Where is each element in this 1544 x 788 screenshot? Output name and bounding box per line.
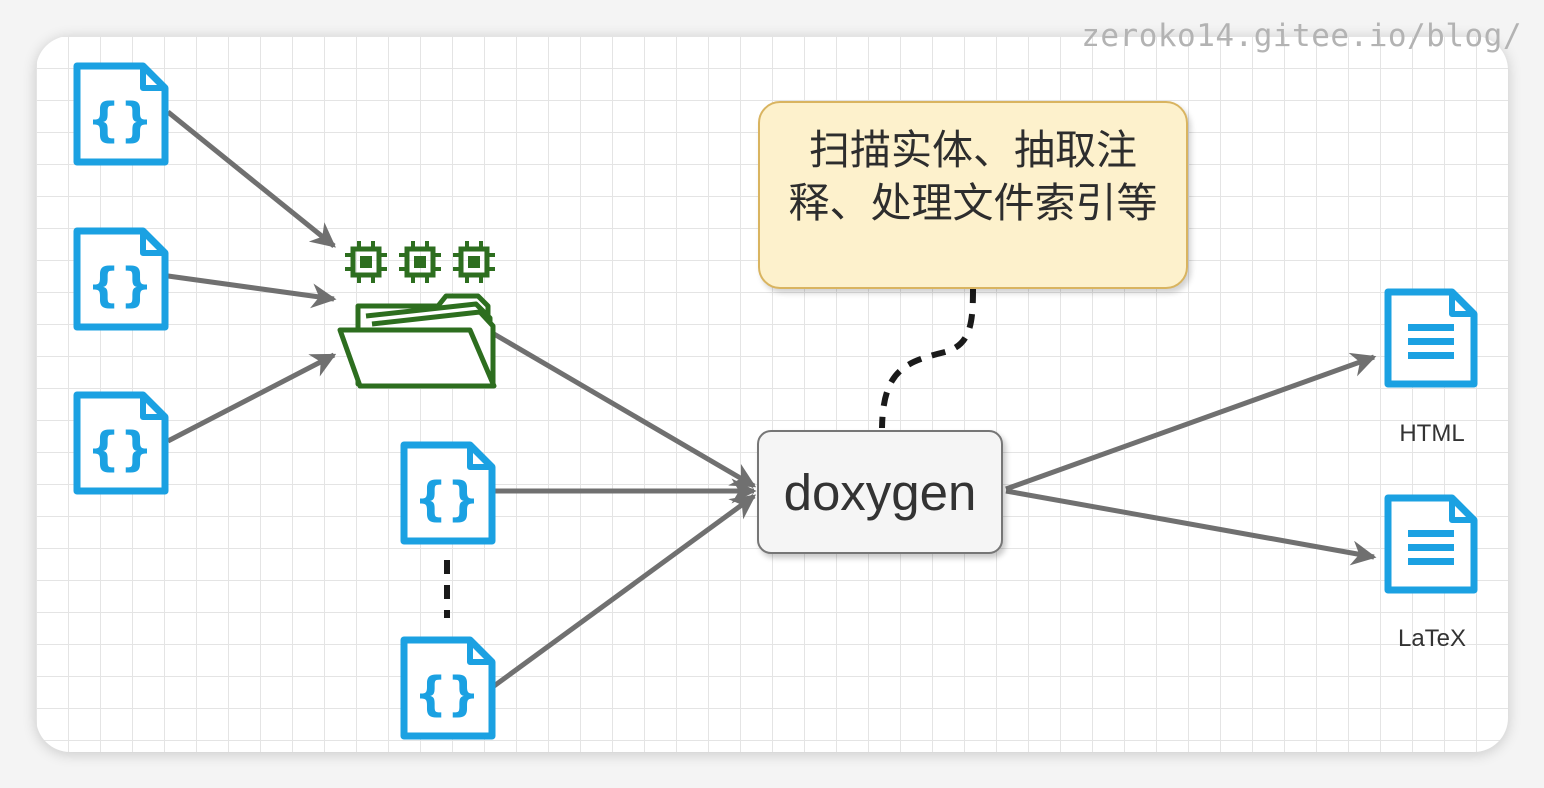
chip-icon-3 (453, 241, 495, 283)
source-file-icon-4 (404, 445, 492, 541)
edge-file2-to-folder (167, 273, 337, 309)
doxygen-process-box: doxygen (757, 430, 1003, 554)
latex-output-icon (1388, 498, 1474, 590)
edge-doxygen-to-latex (1005, 488, 1377, 566)
source-file-icon-1 (77, 66, 165, 162)
note-line-1: 扫描实体、抽取注 (809, 126, 1137, 174)
html-output-label: HTML (1399, 420, 1465, 447)
latex-output-label: LaTeX (1397, 625, 1467, 652)
edge-file3-to-folder (166, 352, 337, 444)
folder-icon (337, 293, 497, 389)
source-file-icon-2 (77, 231, 165, 327)
source-file-icon-5 (404, 640, 492, 736)
watermark: zeroko14.gitee.io/blog/ (1081, 18, 1522, 54)
chip-icon-2 (399, 241, 441, 283)
edge-folder-to-doxygen (492, 331, 757, 489)
edges (166, 110, 1377, 689)
dashed-link-note-to-doxygen (879, 288, 976, 429)
chip-icon-1 (345, 241, 387, 283)
source-file-icon-3 (77, 395, 165, 491)
html-output-icon (1388, 292, 1474, 384)
edge-doxygen-to-html (1005, 352, 1377, 492)
edge-file5-to-doxygen (492, 493, 757, 689)
note-callout: 扫描实体、抽取注 释、处理文件索引等 (758, 101, 1188, 289)
edge-file1-to-folder (166, 110, 336, 248)
note-line-2: 释、处理文件索引等 (788, 179, 1158, 227)
